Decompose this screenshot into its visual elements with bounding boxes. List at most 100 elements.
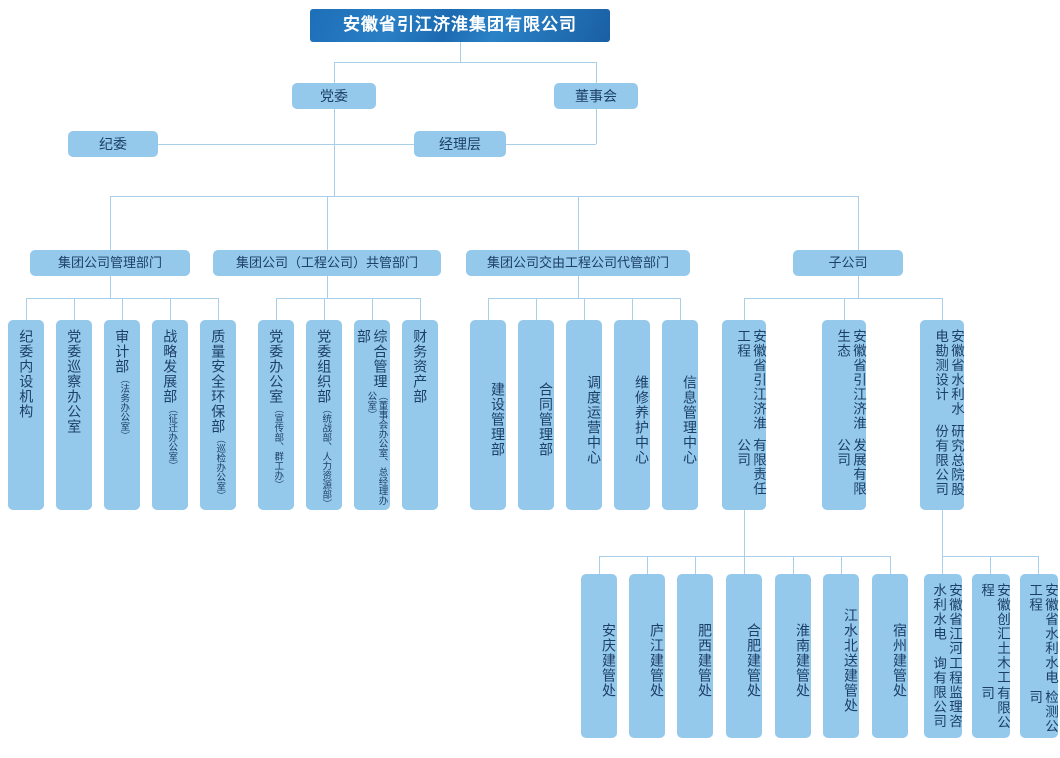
category-d-label: 子公司 <box>828 255 868 271</box>
connector-office-2 <box>695 556 696 574</box>
dept-label-main: 党委办公室 <box>268 329 285 404</box>
sub-water-survey-design-institute[interactable]: 安徽省水利水电勘测设计 研究总院股份有限公司 <box>920 320 964 510</box>
connector-root-bar <box>334 62 596 63</box>
dept-label-main: 财务资产部 <box>412 329 429 404</box>
dept-discipline-internal[interactable]: 纪委内设机构 <box>8 320 44 510</box>
sub-yinjiangjihuai-engineering[interactable]: 安徽省引江济淮工程 有限责任公司 <box>722 320 766 510</box>
node-discipline-commission[interactable]: 纪委 <box>68 131 158 157</box>
connector-b-1 <box>324 298 325 320</box>
connector-subsidiaries-bar <box>744 298 942 299</box>
dept-label-main: 调度运营中心 <box>586 374 602 465</box>
connector-category-bar <box>110 196 858 197</box>
dept-party-inspection-office-text: 党委巡察办公室 <box>66 320 83 510</box>
design-subsidiary-label-col1: 安徽创汇土木工程 <box>979 583 1010 685</box>
connector-design-2 <box>1038 556 1039 574</box>
dept-label-main: 综合管理部 <box>356 329 389 389</box>
dept-contract-management[interactable]: 合同管理部 <box>518 320 554 510</box>
dept-label-main: 战略发展部 <box>162 329 179 404</box>
category-group-management-departments[interactable]: 集团公司管理部门 <box>30 250 190 276</box>
sub-jianghe-supervision[interactable]: 安徽省江河水利水电 工程监理咨询有限公司 <box>924 574 962 738</box>
connector-c-1 <box>536 298 537 320</box>
dept-label-main: 审计部 <box>114 329 131 374</box>
dept-label-main: 党委巡察办公室 <box>66 329 83 434</box>
connector-a-2 <box>122 298 123 320</box>
dept-finance-assets[interactable]: 财务资产部 <box>402 320 438 510</box>
dept-label-main: 信息管理中心 <box>682 374 698 465</box>
connector-b-2 <box>372 298 373 320</box>
design-subsidiary-label-col2: 有限公司 <box>979 686 1010 730</box>
dept-information-management-center[interactable]: 信息管理中心 <box>662 320 698 510</box>
dept-dispatch-operation-center[interactable]: 调度运营中心 <box>566 320 602 510</box>
node-board-of-directors[interactable]: 董事会 <box>554 83 638 109</box>
connector-category-drop-c <box>578 196 579 250</box>
category-group-delegated-departments[interactable]: 集团公司交由工程公司代管部门 <box>466 250 690 276</box>
office-huainan[interactable]: 淮南建管处 <box>775 574 811 738</box>
connector-c-4 <box>680 298 681 320</box>
connector-design-stem <box>942 510 943 556</box>
connector-b-3 <box>420 298 421 320</box>
connector-management-to-board <box>506 144 596 145</box>
connector-cat-c-stem <box>578 276 579 298</box>
connector-drop-party <box>334 62 335 83</box>
connector-cat-b-stem <box>327 276 328 298</box>
office-hefei[interactable]: 合肥建管处 <box>726 574 762 738</box>
office-anqing[interactable]: 安庆建管处 <box>581 574 617 738</box>
subsidiary-label-col2: 发展有限公司 <box>835 437 866 496</box>
dept-construction-management[interactable]: 建设管理部 <box>470 320 506 510</box>
subsidiary-label-col1: 安徽省水利水电勘测设计 <box>933 329 964 416</box>
subsidiary-label-col1: 安徽省引江济淮工程 <box>735 329 766 431</box>
connector-a-3 <box>170 298 171 320</box>
dept-party-office-text: 党委办公室 （宣传部、群工办） <box>268 320 285 510</box>
dept-comprehensive-management[interactable]: 综合管理部 （董事会办公室、总经理办公室） <box>354 320 390 510</box>
dept-party-office[interactable]: 党委办公室 （宣传部、群工办） <box>258 320 294 510</box>
connector-office-6 <box>890 556 891 574</box>
node-party-committee[interactable]: 党委 <box>292 83 376 109</box>
dept-party-inspection-office[interactable]: 党委巡察办公室 <box>56 320 92 510</box>
subsidiary-label-col2: 有限责任公司 <box>735 437 766 496</box>
connector-engineering-stem <box>744 510 745 556</box>
connector-design-0 <box>942 556 943 574</box>
dept-label-main: 党委组织部 <box>316 329 333 404</box>
connector-design-1 <box>990 556 991 574</box>
office-jiangshuibeisong[interactable]: 江水北送建管处 <box>823 574 859 738</box>
office-label: 宿州建管处 <box>892 623 908 698</box>
dept-label-sub: （统战部、人力资源部） <box>320 404 332 509</box>
dept-label-main: 质量安全环保部 <box>210 329 227 434</box>
dept-audit[interactable]: 审计部 （法务办公室） <box>104 320 140 510</box>
dept-party-organization[interactable]: 党委组织部 （统战部、人力资源部） <box>306 320 342 510</box>
sub-yinjiangjihuai-ecology[interactable]: 安徽省引江济淮生态 发展有限公司 <box>822 320 866 510</box>
connector-office-3 <box>744 556 745 574</box>
design-subsidiary-label-col2: 检测公司 <box>1027 690 1058 734</box>
connector-office-4 <box>793 556 794 574</box>
design-subsidiary-label-col2: 工程监理咨询有限公司 <box>931 656 962 729</box>
office-lujiang[interactable]: 庐江建管处 <box>629 574 665 738</box>
dept-quality-safety-environment[interactable]: 质量安全环保部 （巡检办公室） <box>200 320 236 510</box>
root-node-group-company[interactable]: 安徽省引江济淮集团有限公司 <box>310 9 610 42</box>
dept-strategy-development[interactable]: 战略发展部 （征迁办公室） <box>152 320 188 510</box>
connector-group-b-bar <box>276 298 420 299</box>
dept-maintenance-center[interactable]: 维修养护中心 <box>614 320 650 510</box>
connector-category-drop-a <box>110 196 111 250</box>
node-management-layer[interactable]: 经理层 <box>414 131 506 157</box>
office-feixi[interactable]: 肥西建管处 <box>677 574 713 738</box>
connector-cat-d-stem <box>858 276 859 298</box>
category-group-engineering-joint-departments[interactable]: 集团公司（工程公司）共管部门 <box>213 250 441 276</box>
connector-office-1 <box>647 556 648 574</box>
sub-water-testing[interactable]: 安徽省水利水电工程 检测公司 <box>1020 574 1058 738</box>
node-board-of-directors-label: 董事会 <box>575 87 617 104</box>
dept-audit-text: 审计部 （法务办公室） <box>114 320 131 510</box>
category-a-label: 集团公司管理部门 <box>57 255 162 271</box>
sub-chuanghui-civil[interactable]: 安徽创汇土木工程 有限公司 <box>972 574 1010 738</box>
dept-label-main: 建设管理部 <box>490 382 506 457</box>
office-suzhou[interactable]: 宿州建管处 <box>872 574 908 738</box>
connector-category-drop-b <box>327 196 328 250</box>
dept-label-main: 维修养护中心 <box>634 374 650 465</box>
connector-sub-0 <box>744 298 745 320</box>
design-subsidiary-label-col1: 安徽省水利水电工程 <box>1027 583 1058 685</box>
connector-sub-2 <box>942 298 943 320</box>
dept-label-sub: （征迁办公室） <box>166 404 178 471</box>
category-subsidiaries[interactable]: 子公司 <box>793 250 903 276</box>
dept-finance-assets-text: 财务资产部 <box>412 320 429 510</box>
dept-label-main: 合同管理部 <box>538 382 554 457</box>
